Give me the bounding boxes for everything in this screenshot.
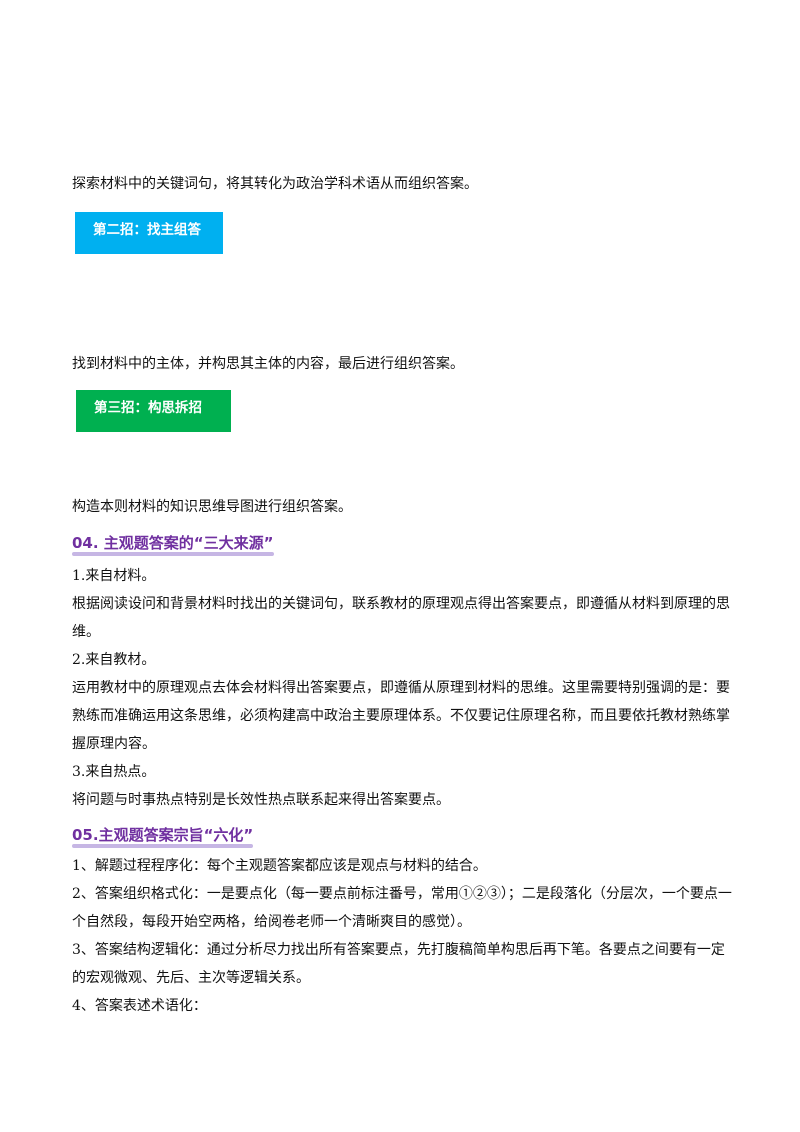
tip2-paragraph: 找到材料中的主体，并构思其主体的内容，最后进行组织答案。 (72, 356, 464, 372)
section05-item-1: 1、解题过程程序化：每个主观题答案都应该是观点与材料的结合。 (72, 858, 487, 874)
section05-item-4: 4、答案表述术语化： (72, 998, 207, 1014)
section05-heading: 05.主观题答案宗旨“六化” (72, 824, 254, 848)
section04-item-2: 2.来自教材。 (72, 652, 156, 668)
section05-heading-underline (72, 844, 254, 848)
tip3-title: 第三招：构思拆招 (94, 400, 202, 416)
tip2-title: 第二招：找主组答 (93, 222, 201, 238)
section04-heading: 04. 主观题答案的“三大来源” (72, 532, 274, 556)
section04-heading-underline (72, 552, 274, 556)
section05-heading-text: 05.主观题答案宗旨“六化” (72, 826, 254, 844)
tip3-paragraph: 构造本则材料的知识思维导图进行组织答案。 (72, 499, 352, 515)
section04-item-3-text: 将问题与时事热点特别是长效性热点联系起来得出答案要点。 (72, 792, 450, 808)
section04-item-3: 3.来自热点。 (72, 764, 156, 780)
tip3-title-box: 第三招：构思拆招 (76, 390, 231, 432)
section04-item-2-text: 运用教材中的原理观点去体会材料得出答案要点，即遵循从原理到材料的思维。这里需要特… (72, 680, 730, 752)
intro-paragraph: 探索材料中的关键词句，将其转化为政治学科术语从而组织答案。 (72, 176, 478, 192)
section04-item-1: 1.来自材料。 (72, 568, 156, 584)
section05-item-3: 3、答案结构逻辑化：通过分析尽力找出所有答案要点，先打腹稿简单构思后再下笔。各要… (72, 942, 725, 986)
section04-item-1-text: 根据阅读设问和背景材料时找出的关键词句，联系教材的原理观点得出答案要点，即遵循从… (72, 596, 730, 640)
section04-heading-text: 04. 主观题答案的“三大来源” (72, 534, 274, 552)
tip2-title-box: 第二招：找主组答 (75, 212, 223, 254)
section05-item-2: 2、答案组织格式化：一是要点化（每一要点前标注番号，常用①②③）；二是段落化（分… (72, 886, 732, 930)
